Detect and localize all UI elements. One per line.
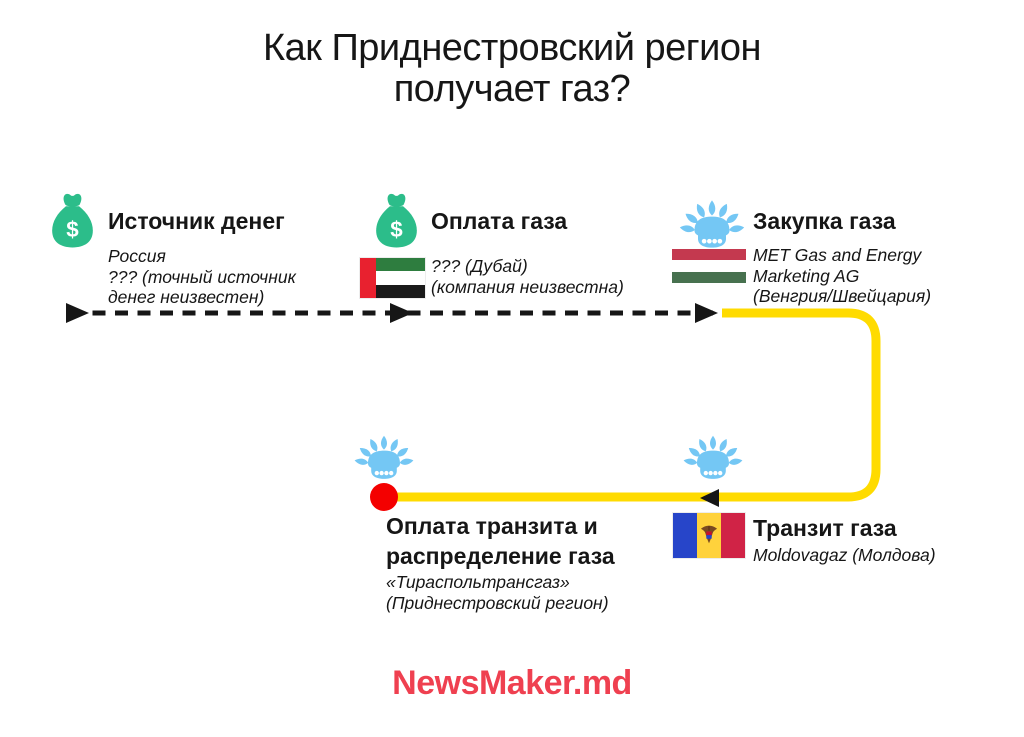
moldova-flag-red-band bbox=[720, 513, 745, 558]
detail-line: Marketing AG bbox=[753, 265, 860, 286]
detail-line: ??? (точный источник bbox=[108, 266, 296, 287]
node-gas-payment-heading: Оплата газа bbox=[431, 208, 568, 234]
moldova-coat-of-arms-icon bbox=[700, 525, 718, 543]
detail-line: MET Gas and Energy bbox=[753, 245, 922, 265]
uae-flag-green-stripe bbox=[376, 258, 425, 272]
node-money-source-heading: Источник денег bbox=[108, 208, 285, 234]
detail-line: (Венгрия/Швейцария) bbox=[753, 286, 932, 306]
moldova-flag bbox=[673, 513, 745, 558]
node-money-source-details: Россия ??? (точный источник денег неизве… bbox=[108, 246, 296, 308]
page-title: Как Приднестровский регион получает газ? bbox=[0, 28, 1024, 110]
gas-burner-icon bbox=[352, 428, 416, 484]
node-transit-payment-heading: Оплата транзита и распределение газа bbox=[386, 511, 615, 571]
node-gas-purchase-details: MET Gas and Energy Marketing AG (Венгрия… bbox=[753, 245, 931, 307]
gas-pipeline-line bbox=[386, 308, 881, 502]
pipeline-endpoint-dot bbox=[370, 483, 398, 511]
node-gas-transit-details: Moldovagaz (Молдова) bbox=[753, 545, 936, 566]
node-gas-purchase-heading: Закупка газа bbox=[753, 208, 896, 234]
gas-burner-icon bbox=[681, 428, 745, 484]
newsmaker-logo: NewsMaker.md bbox=[392, 664, 632, 702]
page-title-line-1: Как Приднестровский регион bbox=[263, 27, 761, 69]
node-gas-transit-heading: Транзит газа bbox=[753, 515, 897, 541]
arrow-left-icon bbox=[700, 489, 719, 507]
hungary-flag-red-stripe bbox=[672, 249, 746, 261]
detail-line: «Тираспольтрансгаз» bbox=[386, 572, 570, 592]
detail-line: Moldovagaz (Молдова) bbox=[753, 545, 936, 565]
node-transit-payment-details: «Тираспольтрансгаз» (Приднестровский рег… bbox=[386, 572, 609, 614]
detail-line: (Приднестровский регион) bbox=[386, 593, 609, 613]
uae-flag-red-band bbox=[360, 258, 376, 298]
gas-burner-icon bbox=[677, 192, 747, 253]
detail-line: Россия bbox=[108, 246, 166, 266]
uae-flag bbox=[360, 258, 425, 298]
money-bag-icon bbox=[374, 191, 419, 251]
hungary-flag bbox=[672, 249, 746, 283]
arrow-right-icon bbox=[695, 303, 718, 323]
heading-line: распределение газа bbox=[386, 543, 615, 569]
moldova-flag-blue-band bbox=[673, 513, 698, 558]
heading-line: Оплата транзита и bbox=[386, 513, 598, 539]
hungary-flag-green-stripe bbox=[672, 271, 746, 283]
detail-line: денег неизвестен) bbox=[108, 287, 265, 307]
hungary-flag-white-stripe bbox=[672, 260, 746, 272]
detail-line: ??? (Дубай) bbox=[431, 256, 528, 276]
arrow-right-icon bbox=[66, 303, 89, 323]
node-gas-payment-details: ??? (Дубай) (компания неизвестна) bbox=[431, 256, 624, 297]
uae-flag-black-stripe bbox=[376, 284, 425, 298]
uae-flag-white-stripe bbox=[376, 271, 425, 285]
arrow-right-icon bbox=[390, 303, 413, 323]
page-title-line-2: получает газ? bbox=[393, 68, 631, 110]
money-bag-icon bbox=[50, 191, 95, 251]
detail-line: (компания неизвестна) bbox=[431, 276, 624, 297]
